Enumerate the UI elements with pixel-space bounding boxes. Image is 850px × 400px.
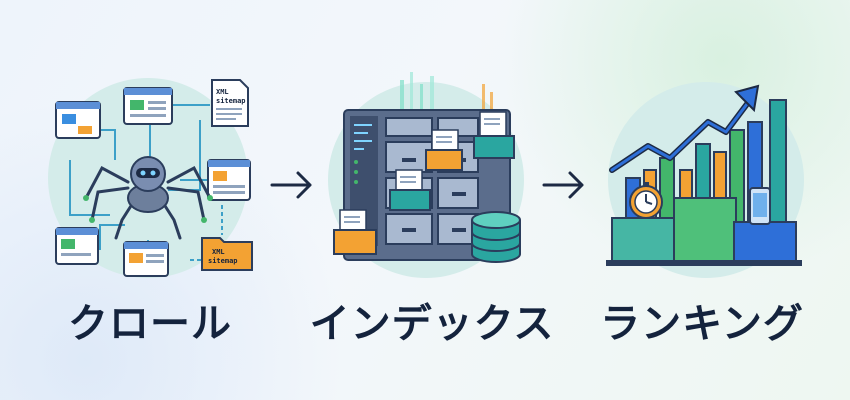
arrow-right-icon bbox=[540, 168, 588, 206]
sitemap-tag-line1: XML bbox=[212, 248, 225, 256]
stopwatch-icon bbox=[629, 182, 663, 219]
ranking-chart-icon bbox=[606, 82, 804, 278]
folder-document-icon bbox=[425, 129, 463, 171]
index-server-icon bbox=[328, 72, 524, 278]
arrow-right-icon bbox=[268, 168, 316, 206]
database-icon bbox=[471, 211, 521, 263]
sitemap-tag-line2: sitemap bbox=[216, 97, 246, 105]
xml-sitemap-document-icon: XML sitemap bbox=[211, 79, 249, 127]
stage-label-ranking: ランキング bbox=[600, 301, 804, 347]
sitemap-tag-line1: XML bbox=[216, 88, 229, 96]
crawl-illustration: XML sitemap XML sitemap bbox=[40, 70, 270, 285]
spider-robot-icon bbox=[83, 156, 213, 240]
stage-label-index: インデックス bbox=[309, 301, 555, 347]
crawler-spider-icon: XML sitemap XML sitemap bbox=[48, 78, 253, 278]
sitemap-tag-line2: sitemap bbox=[208, 257, 238, 265]
index-illustration bbox=[322, 70, 532, 285]
ranking-illustration bbox=[598, 70, 812, 285]
stage-label-crawl: クロール bbox=[68, 301, 232, 347]
xml-sitemap-folder-icon: XML sitemap bbox=[201, 237, 253, 271]
webpage-icon bbox=[55, 101, 101, 139]
smartphone-icon bbox=[749, 187, 771, 225]
